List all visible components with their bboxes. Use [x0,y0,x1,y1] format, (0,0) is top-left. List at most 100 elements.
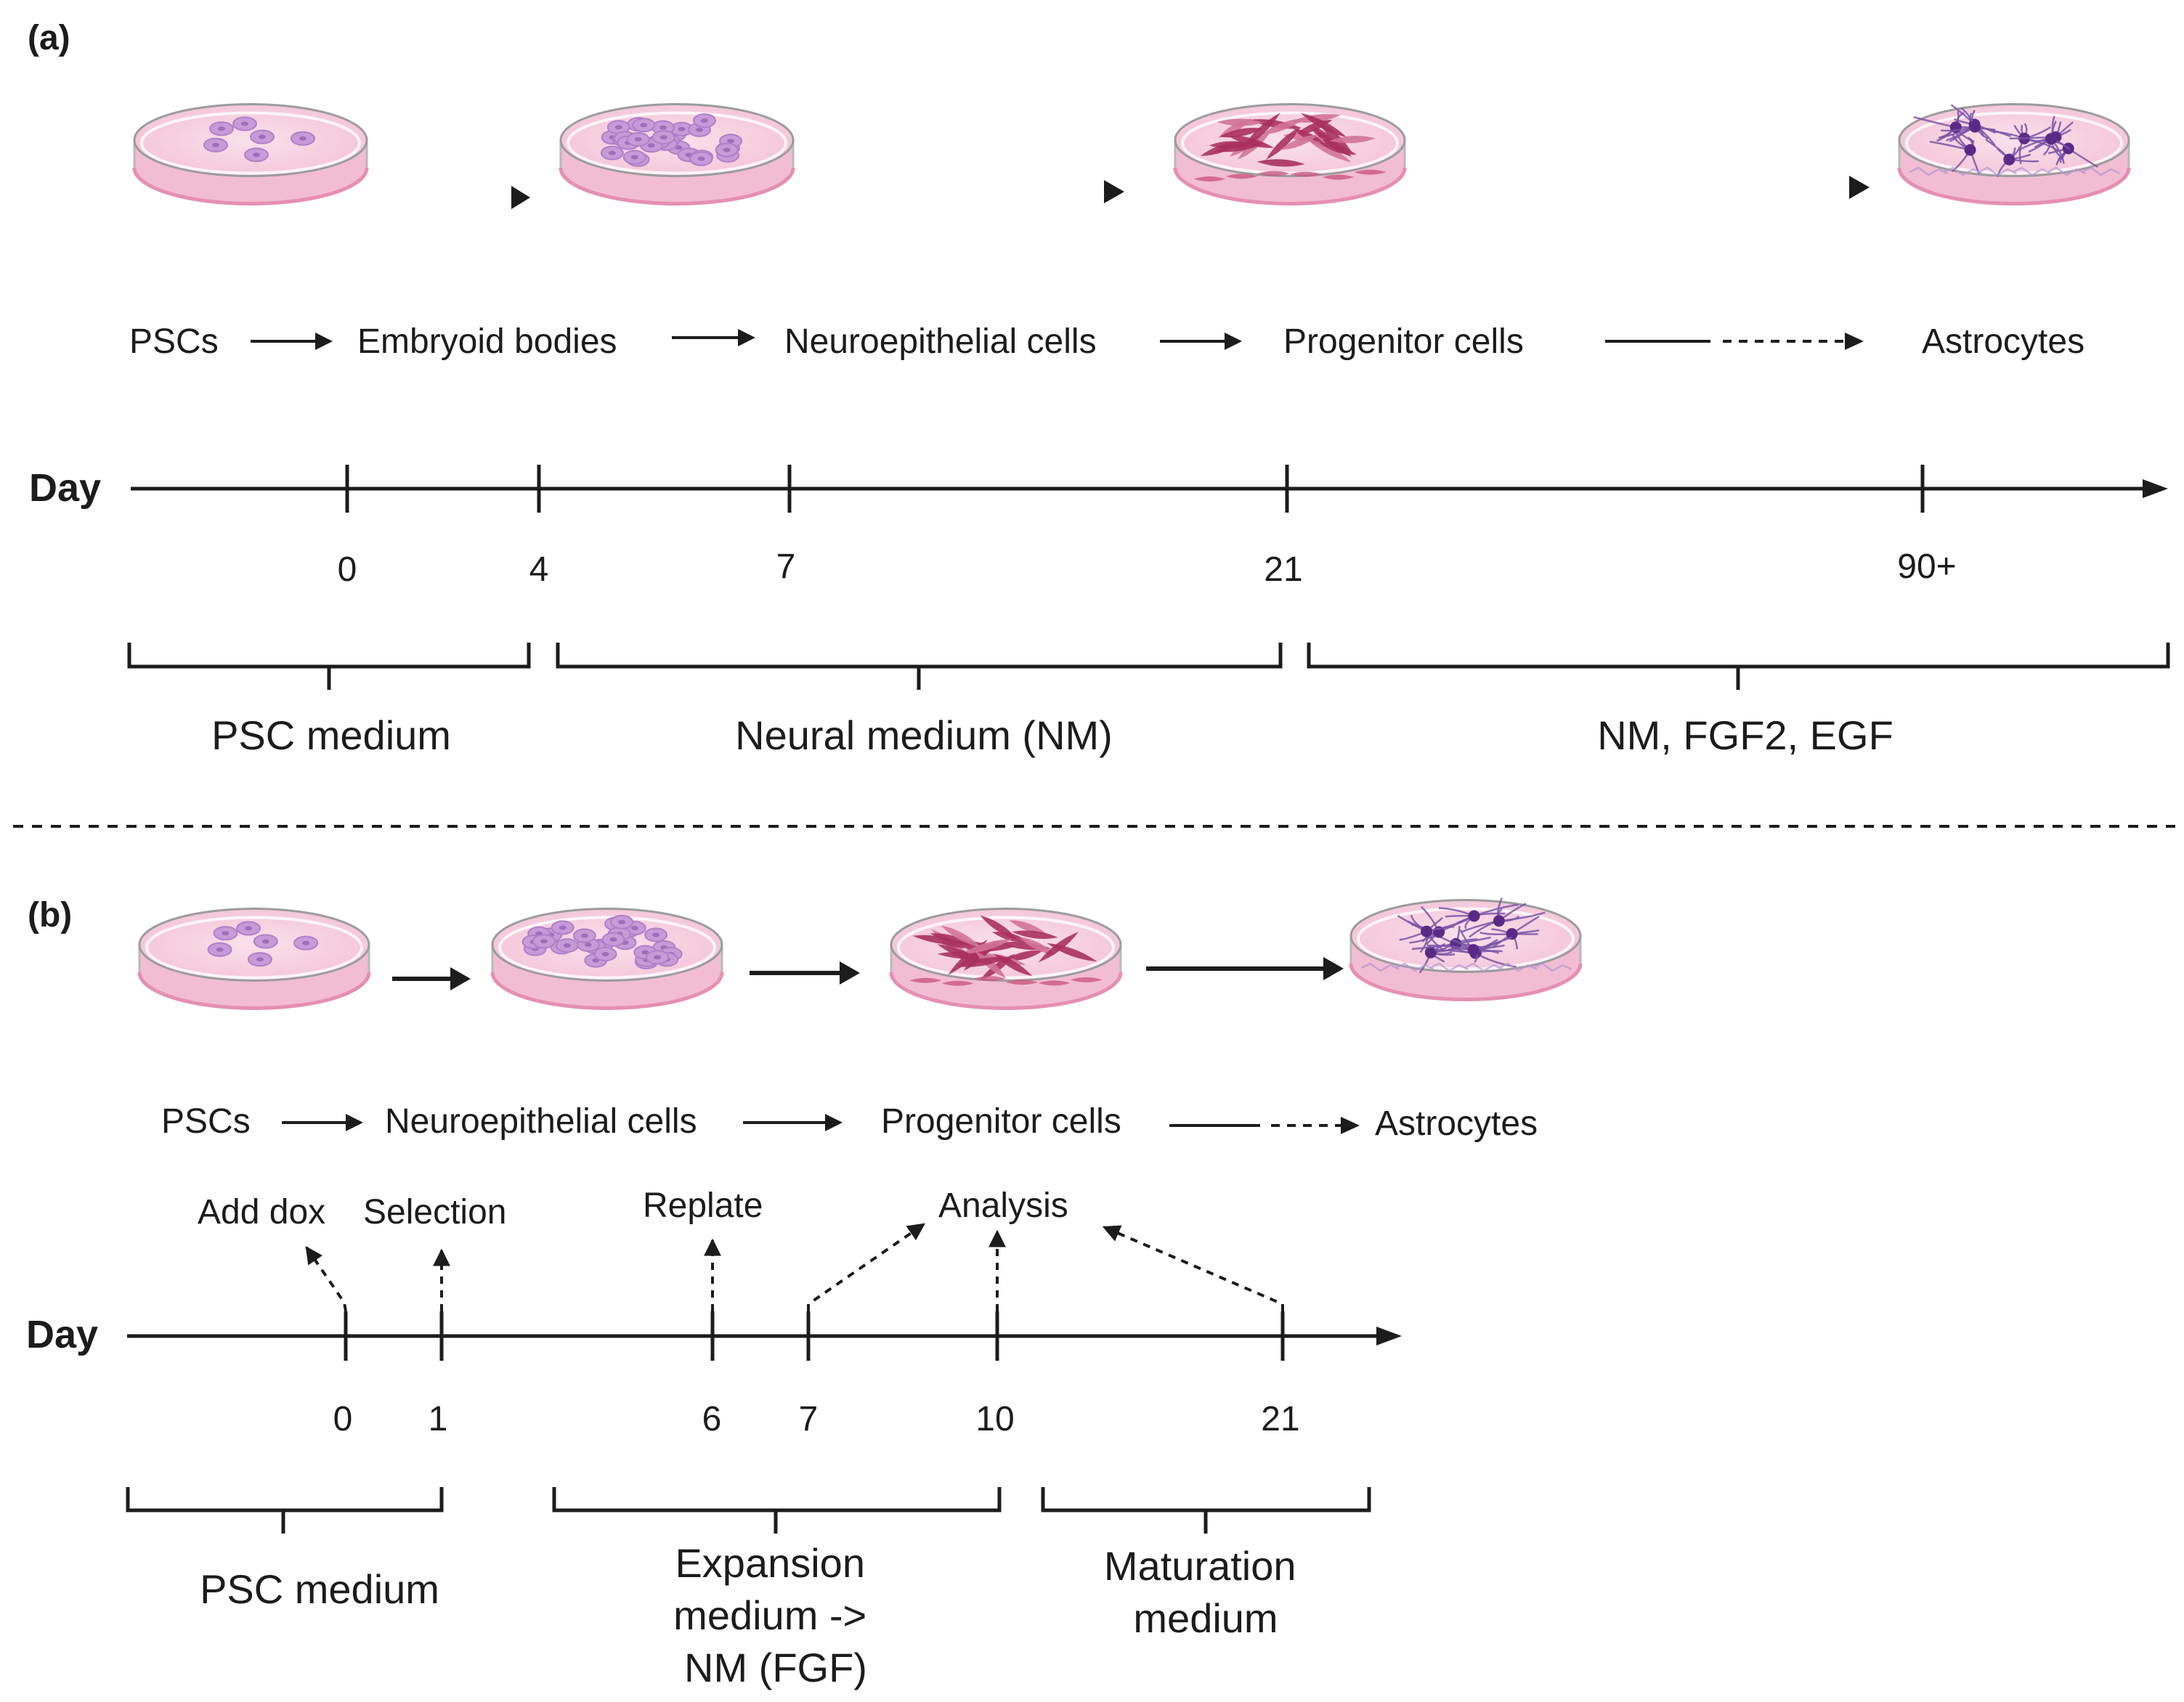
cell-nucleus [700,118,708,123]
progenitor-cell [1280,134,1319,150]
dish-medium [138,908,370,982]
cell-nucleus [245,926,253,931]
dish-arrow-b3-head [1323,957,1344,980]
stage-arrow-b3-head [1341,1117,1360,1134]
progenitor-cell [1322,174,1355,180]
progenitor-cell [1319,142,1357,155]
dish-bottom-rim [137,972,371,1010]
progenitor-cell [1265,126,1301,160]
bracket-a-psc [127,643,531,690]
cell-nucleus [302,940,310,945]
dish-inner-rim [567,111,787,175]
progenitor-cell [1316,119,1352,154]
stage-arrow-a2-head [738,329,755,346]
tick-label-b-6: 6 [702,1400,722,1438]
dish-inner-rim [1181,111,1399,175]
cell-nucleus [601,952,609,957]
cell-nucleus [630,155,638,160]
medium-label-b-maturation-line1: Maturation [1104,1543,1296,1589]
dish-astrocytes-b [1349,897,1583,1001]
progenitor-cell [1261,118,1305,135]
stage-label-neuroepithelial: Neuroepithelial cells [784,322,1097,361]
cell-nucleus [659,125,667,130]
tick-label-b-7: 7 [799,1400,819,1438]
bracket-b-maturation [1041,1487,1371,1534]
axis-label-day-b: Day [26,1313,98,1356]
cell-nucleus [723,147,731,152]
cell-nucleus [618,919,626,924]
cell-nucleus [641,950,649,955]
cell-nucleus [696,127,704,132]
stage-arrow-a1-head [315,333,333,350]
cell-nucleus [218,126,225,131]
astrocyte-body [1493,915,1505,927]
cell-nucleus [675,145,683,150]
progenitor-cell [975,950,1007,979]
dish-medium [1349,899,1582,973]
stage-label-b-neuroepithelial: Neuroepithelial cells [385,1102,697,1141]
dish-inner-rim [145,916,363,980]
stage-label-b-pscs: PSCs [161,1102,251,1141]
tick-label-b-21: 21 [1261,1400,1299,1438]
timeline-axis-b-head [1376,1327,1402,1345]
dish-medium [133,103,368,177]
cell-nucleus [259,134,266,139]
progenitor-cell [1329,136,1376,144]
astrocyte-process [1360,962,1400,972]
astrocyte-body [1467,944,1479,956]
cell-nucleus [697,156,705,161]
cell-nucleus [634,137,642,142]
dish-arrow-b1-head [450,967,471,990]
progenitor-cell [1070,977,1103,982]
event-label-replate: Replate [643,1186,763,1225]
event-label-analysis: Analysis [938,1186,1068,1225]
progenitor-cell [1257,159,1305,167]
astrocyte-body [1468,910,1480,922]
medium-label-a-psc: PSC medium [211,712,451,758]
cell-nucleus [727,139,735,144]
progenitor-cell [1354,169,1387,175]
cell-nucleus [608,150,616,155]
cell-nucleus [614,125,622,130]
cell-nucleus [559,925,567,930]
progenitor-cell [941,980,974,986]
medium-label-b-maturation-line2: medium [1133,1595,1278,1641]
astrocyte-process [2081,166,2121,176]
dish-inner-rim [498,916,716,980]
progenitor-cell [941,925,981,948]
timeline-axis-a-head [2143,479,2168,498]
cell-nucleus [253,152,260,158]
cell-nucleus [640,123,648,128]
stage-label-progenitor: Progenitor cells [1283,322,1524,361]
progenitor-cell [980,915,1018,940]
progenitor-cell [1290,171,1323,177]
progenitor-cell [1219,128,1263,138]
progenitor-cell [959,939,1012,955]
cell-nucleus [540,939,548,944]
medium-label-a-nm-fgf2-egf: NM, FGF2, EGF [1597,712,1893,758]
progenitor-cell [1257,171,1290,176]
cell-nucleus [563,943,571,948]
panel-a-label: (a) [28,19,70,57]
cell-nucleus [241,121,248,126]
medium-label-b-psc: PSC medium [200,1566,439,1612]
astrocyte-body [2045,133,2057,145]
progenitor-cell [1038,980,1071,986]
dish-bottom-rim [1897,167,2131,205]
panel-a: (a) PSCs Embryoid bodies Neuroepithelial… [28,19,2170,758]
tick-label-b-1: 1 [429,1400,448,1438]
bracket-a-nm-fgf2-egf [1307,643,2170,690]
dish-arrow-a2-head [1104,180,1124,203]
progenitor-cell [957,956,1010,967]
astrocyte-process [2047,166,2086,176]
cell-nucleus [654,955,662,960]
tick-label-a-90: 90+ [1897,547,1956,586]
event-arrow-add-dox [305,1246,347,1312]
progenitor-cell [1006,980,1039,985]
astrocyte-process [1944,166,1983,176]
cell-nucleus [659,135,667,140]
progenitor-cell [1009,920,1047,935]
tick-label-a-4: 4 [529,550,549,589]
dish-neuroepithelial-b [490,908,724,1010]
